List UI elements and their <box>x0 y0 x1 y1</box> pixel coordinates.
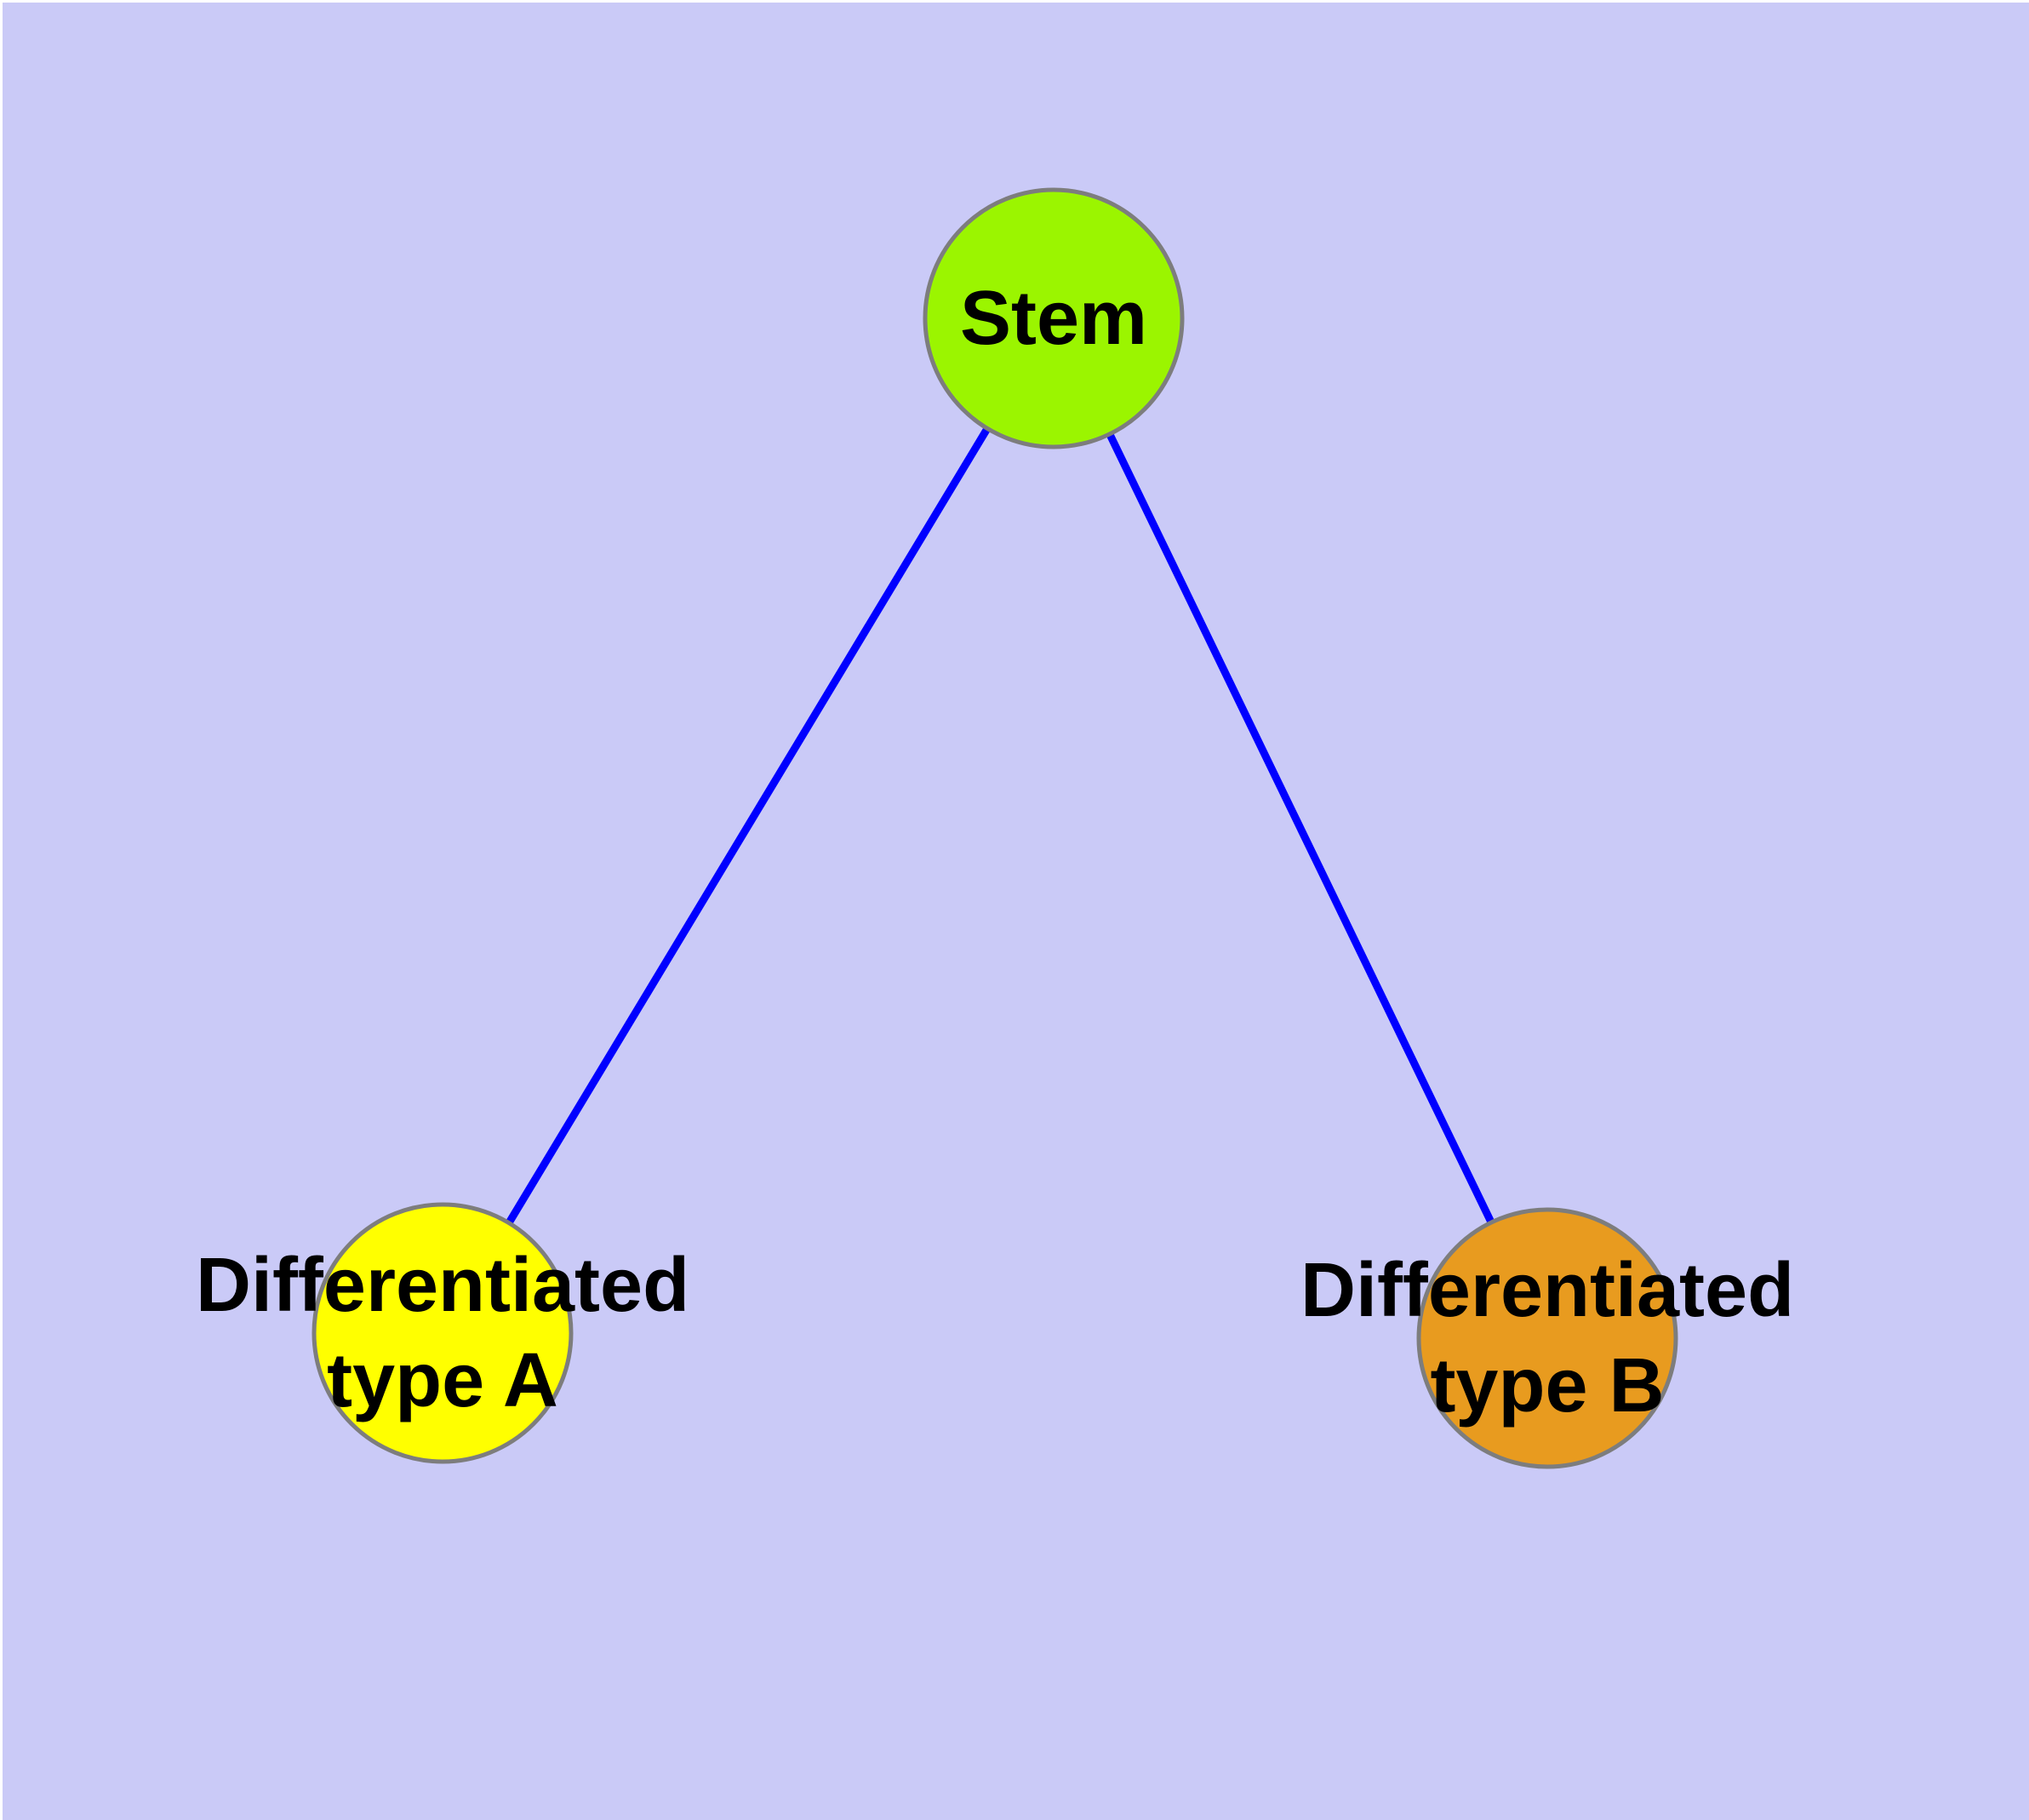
node-stem-circle <box>923 187 1185 449</box>
canvas-left-margin <box>0 0 3 1820</box>
edge-stem-diff-a <box>439 316 1057 1336</box>
node-diff-b-circle <box>1416 1207 1678 1469</box>
edge-stem-diff-b <box>1049 317 1552 1340</box>
canvas-top-margin <box>0 0 2029 3</box>
node-diff-a-circle <box>311 1202 574 1464</box>
